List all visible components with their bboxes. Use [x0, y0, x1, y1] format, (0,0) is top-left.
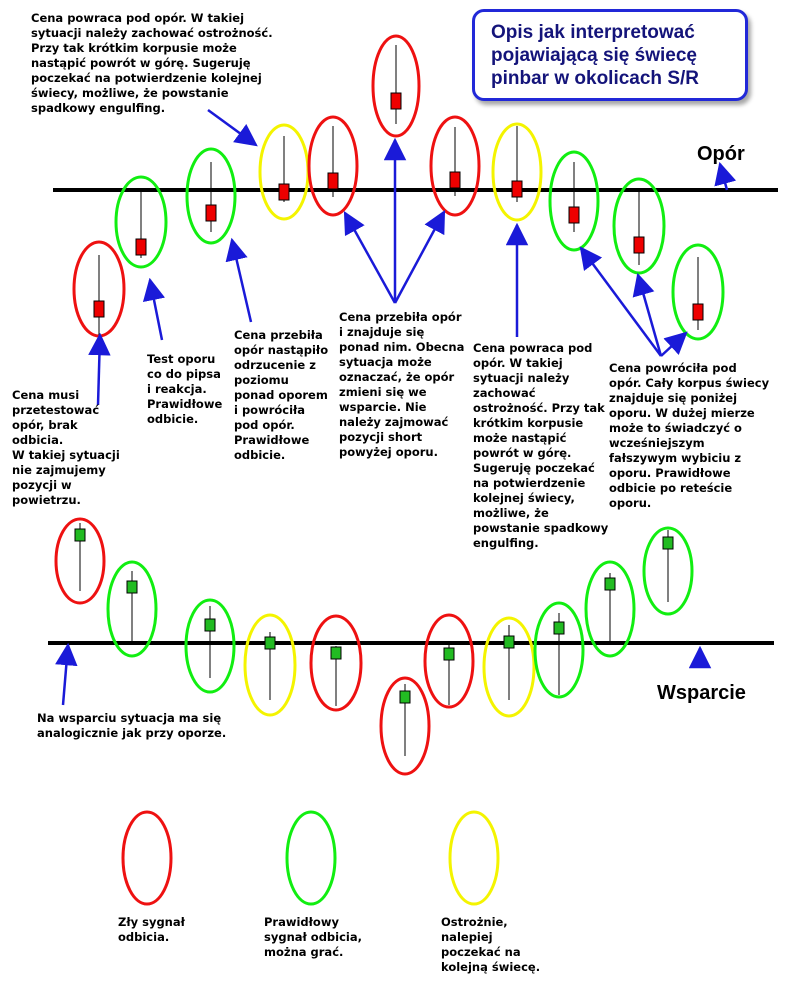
resistance-candle-3 — [185, 147, 237, 245]
resistance-candle-body — [278, 183, 290, 201]
support-candle-4 — [243, 613, 297, 717]
resistance-signal-ellipse — [548, 150, 600, 252]
support-candle-body — [662, 536, 674, 550]
resistance-candle-body — [205, 204, 217, 222]
support-candle-10 — [584, 560, 636, 658]
support-candle-body — [503, 635, 515, 649]
resistance-candle-body — [692, 303, 704, 321]
resistance-candle-body — [327, 172, 339, 190]
support-candle-1 — [54, 517, 106, 605]
resistance-candle-10 — [612, 177, 666, 275]
resistance-label: Opór — [697, 143, 745, 165]
legend-caution-text: Ostrożnie, nalepiej poczekać na kolejną … — [441, 915, 541, 974]
resistance-candle-body — [135, 238, 147, 256]
support-candle-body — [604, 577, 616, 591]
support-signal-ellipse — [379, 676, 431, 776]
resistance-signal-ellipse — [371, 34, 421, 138]
arrow-to-exact-test — [142, 277, 166, 341]
resistance-candle-body — [633, 236, 645, 254]
support-label: Wsparcie — [657, 682, 746, 704]
support-signal-ellipse — [54, 517, 106, 605]
support-candle-body — [74, 528, 86, 542]
resistance-candle-7 — [429, 115, 481, 217]
support-signal-ellipse — [423, 613, 475, 709]
resistance-candle-body — [93, 300, 105, 318]
resistance-signal-ellipse — [429, 115, 481, 217]
annotation-support: Na wsparciu sytuacja ma się analogicznie… — [37, 711, 227, 740]
legend-caution-ellipse — [448, 810, 500, 906]
support-candle-11 — [642, 526, 694, 616]
annotation-caution-right: Cena powraca pod opór. W takiej sytuacji… — [473, 341, 609, 550]
annotation-no-bounce: Cena musi przetestować opór, brak odbici… — [12, 388, 120, 507]
legend-bad-ellipse — [121, 810, 173, 906]
arrow-to-caution-candle — [207, 108, 258, 147]
resistance-candle-11 — [671, 243, 725, 341]
arrow-retest-3 — [660, 331, 688, 357]
annotation-retest: Cena powróciła pod opór. Cały korpus świ… — [609, 361, 770, 510]
resistance-candle-body — [568, 206, 580, 224]
title-text: Opis jak interpretować pojawiającą się ś… — [491, 21, 699, 89]
support-signal-ellipse — [106, 560, 158, 658]
support-candle-body — [264, 636, 276, 650]
support-candle-body — [553, 621, 565, 635]
resistance-signal-ellipse — [491, 122, 543, 222]
resistance-candle-1 — [72, 240, 126, 338]
resistance-candle-2 — [114, 175, 168, 269]
support-signal-ellipse — [243, 613, 297, 717]
support-candle-9 — [533, 601, 585, 699]
support-candle-5 — [309, 614, 363, 712]
support-candle-2 — [106, 560, 158, 658]
resistance-candle-body — [511, 180, 523, 198]
support-candle-6 — [379, 676, 431, 776]
support-signal-ellipse — [584, 560, 636, 658]
support-signal-ellipse — [482, 616, 536, 718]
arrow-to-rejection — [225, 237, 253, 323]
resistance-candle-8 — [491, 122, 543, 222]
support-candle-body — [443, 647, 455, 661]
legend-bad-text: Zły sygnał odbicia. — [118, 915, 185, 944]
resistance-signal-ellipse — [307, 115, 359, 217]
resistance-candle-body — [449, 171, 461, 189]
arrow-retest-2 — [632, 272, 663, 357]
support-candle-body — [399, 690, 411, 704]
annotation-rejection-above: Cena przebiła opór nastąpiło odrzucenie … — [234, 328, 329, 462]
resistance-signal-ellipse — [114, 175, 168, 269]
arrows-layer — [55, 108, 737, 706]
support-candle-3 — [184, 598, 236, 694]
support-candle-body — [204, 618, 216, 632]
legend-good-text: Prawidłowy sygnał odbicia, można grać. — [264, 915, 362, 959]
resistance-candle-5 — [307, 115, 359, 217]
support-candle-8 — [482, 616, 536, 718]
annotation-broke-above: Cena przebiła opór i znajduje się ponad … — [339, 310, 465, 459]
candles-layer — [54, 34, 725, 906]
annotation-caution-top: Cena powraca pod opór. W takiej sytuacji… — [31, 11, 273, 115]
arrow-to-break-3 — [393, 210, 446, 304]
support-signal-ellipse — [642, 526, 694, 616]
resistance-candle-body — [390, 92, 402, 110]
resistance-candle-4 — [258, 123, 310, 221]
support-candle-7 — [423, 613, 475, 709]
title-box: Opis jak interpretować pojawiającą się ś… — [472, 9, 748, 101]
arrow-to-resistance — [714, 161, 737, 191]
resistance-signal-ellipse — [185, 147, 237, 245]
arrow-to-support-left — [55, 642, 78, 706]
arrow-to-no-bounce — [88, 332, 111, 406]
resistance-candle-9 — [548, 150, 600, 252]
support-signal-ellipse — [533, 601, 585, 699]
resistance-signal-ellipse — [671, 243, 725, 341]
support-signal-ellipse — [309, 614, 363, 712]
resistance-candle-6 — [371, 34, 421, 138]
annotation-exact-test: Test oporu co do pipsa i reakcja. Prawid… — [147, 352, 223, 426]
legend-good-ellipse — [285, 810, 337, 906]
support-candle-body — [330, 646, 342, 660]
support-candle-body — [126, 580, 138, 594]
arrow-to-break-1 — [343, 211, 397, 304]
arrow-retest-1 — [579, 246, 663, 357]
support-signal-ellipse — [184, 598, 236, 694]
